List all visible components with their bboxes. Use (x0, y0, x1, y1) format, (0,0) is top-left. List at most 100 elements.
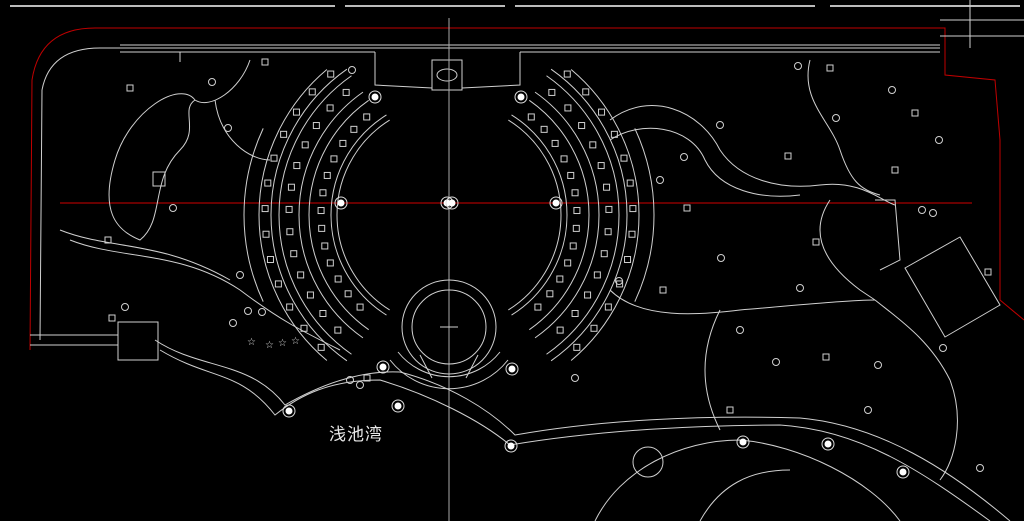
seat-block (323, 171, 331, 179)
tree-symbol (822, 353, 830, 361)
seating-arc-left (298, 91, 364, 339)
inner-boundary (39, 47, 940, 341)
lamp-ring (334, 196, 348, 210)
tree-symbol (356, 381, 364, 389)
seat-block (330, 155, 338, 163)
lamp (371, 93, 379, 101)
tree-symbol (918, 206, 926, 214)
seat-block (589, 141, 597, 149)
seating-arc-right (511, 114, 568, 316)
seat-block (540, 125, 548, 133)
seating-arc-left (308, 99, 369, 331)
star-shrub: ☆ (265, 340, 274, 351)
seat-block (590, 324, 598, 332)
tree-symbol (615, 277, 623, 285)
seat-block (334, 326, 342, 334)
seat-block (261, 205, 269, 213)
seat-block (564, 104, 572, 112)
seat-block (334, 275, 342, 283)
seat-block (604, 228, 612, 236)
lamp (552, 199, 560, 207)
lamp (899, 468, 907, 476)
seat-block (548, 88, 556, 96)
seat-block (551, 139, 559, 147)
round-plaza (389, 279, 509, 390)
tree-symbol (348, 66, 356, 74)
seat-block (350, 125, 358, 133)
lamp-ring (514, 90, 528, 104)
seat-block (306, 291, 314, 299)
seat-block (527, 113, 535, 121)
seating-arc-left (330, 114, 387, 316)
lamp-ring (736, 435, 750, 449)
seat-block (534, 303, 542, 311)
seat-block (546, 290, 554, 298)
seat-block (600, 250, 608, 258)
tree-symbol (796, 284, 804, 292)
tree-symbol (794, 62, 802, 70)
tree-symbol (683, 204, 691, 212)
seat-block (266, 256, 274, 264)
outer-wall-right (634, 128, 655, 302)
seat-block (280, 130, 288, 138)
tree-symbol (864, 406, 872, 414)
seat-block (556, 275, 564, 283)
seating-arc-right (570, 69, 640, 361)
seat-block (317, 207, 325, 215)
seat-block (344, 290, 352, 298)
seat-block (629, 205, 637, 213)
seat-block (605, 205, 613, 213)
tree-symbol (571, 374, 579, 382)
seating-arc-left (258, 69, 328, 361)
tree-symbol (726, 406, 734, 414)
seat-block (603, 183, 611, 191)
seat-block (571, 189, 579, 197)
tree-symbol (244, 307, 252, 315)
tree-symbol (229, 319, 237, 327)
seating-arc-right (534, 91, 600, 339)
seat-block (569, 242, 577, 250)
tree-symbol (935, 136, 943, 144)
tree-symbol (121, 303, 129, 311)
seat-block (597, 162, 605, 170)
lamp (394, 402, 402, 410)
tree-symbol (911, 109, 919, 117)
top-wall (120, 0, 1024, 91)
star-shrub: ☆ (247, 337, 256, 348)
lamp (507, 442, 515, 450)
seat-block (573, 343, 581, 351)
tree-symbol (812, 238, 820, 246)
seat-block (620, 154, 628, 162)
seat-block (297, 271, 305, 279)
tree-symbol (784, 152, 792, 160)
lamp (443, 199, 451, 207)
seating-arc-left (336, 119, 390, 311)
seat-block (319, 310, 327, 318)
seat-block (560, 155, 568, 163)
tree-symbol (261, 58, 269, 66)
lamp (739, 438, 747, 446)
lamp-ring (368, 90, 382, 104)
tree-symbol (224, 124, 232, 132)
seat-block (584, 291, 592, 299)
seat-block (321, 242, 329, 250)
tree-symbol (888, 86, 896, 94)
tree-symbol (976, 464, 984, 472)
lamps (282, 90, 910, 479)
seat-block (563, 70, 571, 78)
tree-symbol (169, 204, 177, 212)
seating-arc-right (546, 75, 620, 355)
tree-symbol (258, 308, 266, 316)
seat-block (626, 179, 634, 187)
seat-block (572, 224, 580, 232)
lamp-ring (505, 362, 519, 376)
seat-block (582, 88, 590, 96)
tree-symbol (656, 176, 664, 184)
tree-symbol (736, 326, 744, 334)
seat-block (317, 343, 325, 351)
lamp (824, 440, 832, 448)
tree-symbol (717, 254, 725, 262)
tree-symbol (891, 166, 899, 174)
